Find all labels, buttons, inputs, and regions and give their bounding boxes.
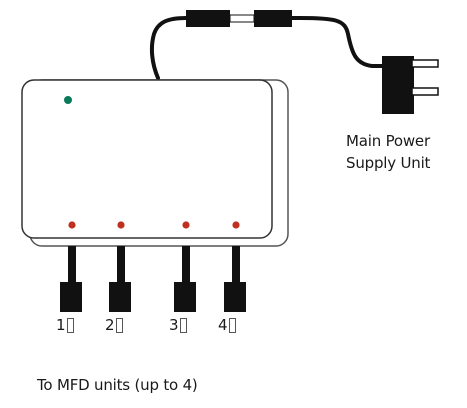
hub-housing <box>21 79 289 247</box>
power-supply-label-line2: Supply Unit <box>346 154 431 172</box>
port-led-3 <box>182 221 190 229</box>
port-number-2: 2 <box>105 316 115 334</box>
port-label-3: 3 <box>169 316 187 334</box>
port-cable-3 <box>182 246 190 282</box>
port-cable-1 <box>68 246 76 282</box>
placeholder-glyph-icon <box>179 317 187 333</box>
placeholder-glyph-icon <box>66 317 74 333</box>
port-number-1: 1 <box>56 316 66 334</box>
power-cable-wire <box>149 16 386 80</box>
port-plug-3 <box>174 282 196 312</box>
port-label-2: 2 <box>105 316 123 334</box>
cable-connector-left <box>186 10 230 27</box>
power-cable <box>149 10 386 80</box>
power-supply-label: Main Power Supply Unit <box>346 130 464 174</box>
port-label-1: 1 <box>56 316 74 334</box>
port-plug-4 <box>224 282 246 312</box>
port-cable-2 <box>117 246 125 282</box>
port-cable-4 <box>232 246 240 282</box>
cable-connector-right <box>254 10 292 27</box>
psu-prong-top <box>411 59 439 68</box>
port-number-3: 3 <box>169 316 179 334</box>
port-plug-1 <box>60 282 82 312</box>
hub-body <box>21 79 273 239</box>
placeholder-glyph-icon <box>228 317 236 333</box>
status-led <box>64 96 72 104</box>
port-label-4: 4 <box>218 316 236 334</box>
port-led-1 <box>68 221 76 229</box>
power-supply-unit <box>382 56 439 114</box>
power-supply-label-line1: Main Power <box>346 132 430 150</box>
port-plug-2 <box>109 282 131 312</box>
output-ports <box>60 221 246 312</box>
placeholder-glyph-icon <box>115 317 123 333</box>
psu-body <box>382 56 414 114</box>
cable-connector-gap <box>229 14 255 23</box>
port-number-4: 4 <box>218 316 228 334</box>
mfd-units-label: To MFD units (up to 4) <box>37 376 198 394</box>
port-led-2 <box>117 221 125 229</box>
psu-prong-bottom <box>411 87 439 96</box>
port-led-4 <box>232 221 240 229</box>
